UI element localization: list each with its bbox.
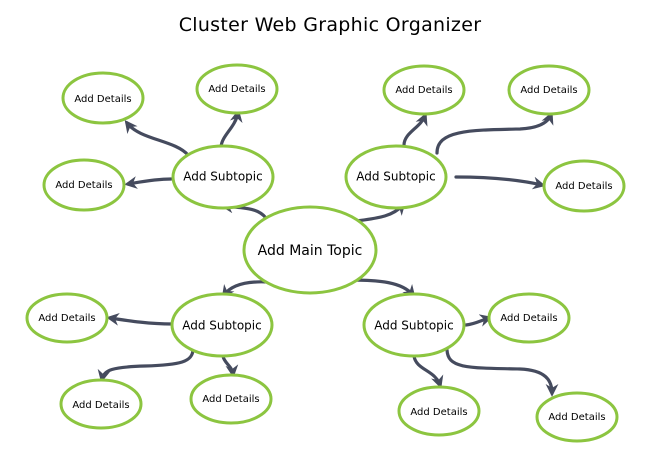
detail-node-1-3[interactable]: Add Details (42, 158, 126, 212)
subtopic-node-2[interactable]: Add Subtopic (344, 144, 448, 210)
detail-node-4-2[interactable]: Add Details (397, 385, 481, 437)
detail-node-1-2[interactable]: Add Details (195, 63, 279, 115)
subtopic-label: Add Subtopic (182, 319, 261, 333)
subtopic-label: Add Subtopic (183, 170, 262, 184)
detail-label: Add Details (202, 394, 259, 405)
connectors (97, 109, 559, 397)
connector-subtopic-4-detail-3 (445, 348, 559, 397)
main-topic-node[interactable]: Add Main Topic (242, 205, 378, 295)
subtopic-node-4[interactable]: Add Subtopic (362, 292, 466, 358)
connector-subtopic-2-detail-3 (454, 175, 546, 190)
connector-subtopic-4-detail-2 (412, 354, 444, 389)
detail-label: Add Details (208, 84, 265, 95)
subtopic-node-1[interactable]: Add Subtopic (171, 144, 275, 210)
connector-subtopic-1-detail-2 (219, 109, 243, 149)
detail-label: Add Details (520, 85, 577, 96)
detail-node-2-3[interactable]: Add Details (542, 159, 626, 213)
subtopic-node-3[interactable]: Add Subtopic (170, 292, 274, 358)
detail-label: Add Details (548, 412, 605, 423)
connector-subtopic-1-detail-3 (124, 176, 173, 189)
detail-node-2-2[interactable]: Add Details (507, 64, 591, 116)
detail-label: Add Details (55, 180, 112, 191)
subtopic-label: Add Subtopic (374, 319, 453, 333)
connector-subtopic-3-detail-3 (221, 354, 239, 378)
detail-label: Add Details (72, 400, 129, 411)
main-topic-label: Add Main Topic (258, 243, 363, 259)
detail-label: Add Details (395, 85, 452, 96)
detail-label: Add Details (38, 313, 95, 324)
detail-node-1-1[interactable]: Add Details (61, 71, 145, 125)
detail-node-4-1[interactable]: Add Details (487, 292, 571, 344)
connector-subtopic-3-detail-1 (106, 312, 174, 326)
connector-subtopic-4-detail-1 (464, 314, 493, 327)
connector-subtopic-2-detail-1 (402, 112, 428, 147)
detail-node-4-3[interactable]: Add Details (535, 391, 619, 443)
detail-label: Add Details (410, 407, 467, 418)
detail-node-3-1[interactable]: Add Details (25, 292, 109, 344)
connector-subtopic-1-detail-1 (124, 119, 190, 157)
detail-label: Add Details (555, 181, 612, 192)
connector-main-to-subtopic-4 (346, 278, 416, 298)
detail-label: Add Details (74, 94, 131, 105)
detail-node-3-2[interactable]: Add Details (59, 378, 143, 430)
connector-subtopic-2-detail-2 (435, 111, 554, 155)
detail-node-3-3[interactable]: Add Details (189, 373, 273, 425)
detail-node-2-1[interactable]: Add Details (382, 64, 466, 116)
detail-label: Add Details (500, 313, 557, 324)
subtopic-label: Add Subtopic (356, 170, 435, 184)
diagram-title: Cluster Web Graphic Organizer (178, 14, 482, 36)
connector-subtopic-3-detail-2 (97, 347, 195, 383)
